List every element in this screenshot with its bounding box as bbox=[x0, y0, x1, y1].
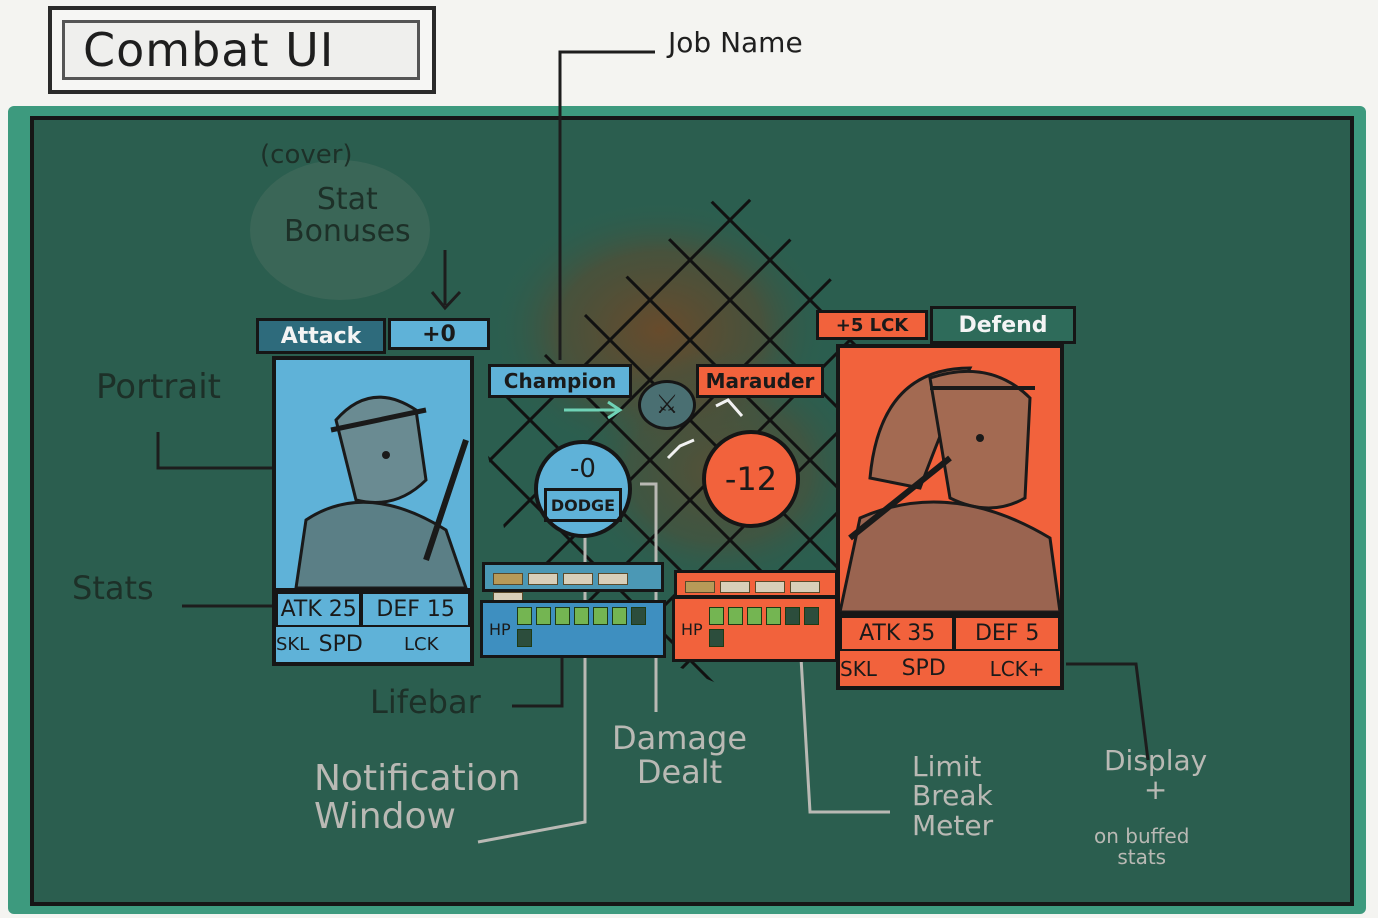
defender-lifebar: HP bbox=[672, 596, 838, 662]
def-hp-seg bbox=[708, 607, 724, 625]
annotation-damage-dealt: Damage Dealt bbox=[612, 719, 748, 791]
crossed-swords-icon: ⚔ bbox=[638, 380, 696, 430]
defender-bonus-tag: +5 LCK bbox=[816, 310, 928, 340]
defender-damage-dealt: -12 bbox=[702, 430, 800, 528]
attacker-stat-lck: LCK bbox=[404, 634, 439, 655]
annotation-lifebar: Lifebar bbox=[370, 683, 481, 721]
defender-limit-segments bbox=[685, 578, 827, 597]
defender-job-tag: Marauder bbox=[696, 364, 824, 398]
atk-limit-seg bbox=[493, 573, 523, 585]
annotation-portrait: Portrait bbox=[96, 367, 221, 407]
defender-stat-lck: LCK+ bbox=[989, 656, 1045, 681]
annotation-cover: (cover) bbox=[260, 140, 353, 170]
atk-hp-seg bbox=[592, 607, 608, 625]
defender-stat-spd: SPD bbox=[901, 656, 946, 681]
atk-hp-seg bbox=[535, 607, 551, 625]
attacker-lifebar: HP bbox=[480, 600, 666, 658]
defender-stat-skl: SKL bbox=[840, 656, 877, 681]
attacker-stat-spd: SPD bbox=[318, 632, 363, 657]
page-title: Combat UI bbox=[62, 20, 420, 80]
attacker-bonus-tag: +0 bbox=[388, 318, 490, 350]
defender-hp-label: HP bbox=[681, 619, 703, 639]
attacker-portrait-art bbox=[294, 395, 469, 590]
defender-stat-atk: ATK 35 bbox=[840, 616, 955, 651]
defender-stats: ATK 35 DEF 5 SKL SPD LCK+ bbox=[836, 612, 1064, 690]
annotation-job-name: Job Name bbox=[668, 26, 803, 59]
attacker-stats-row2: SKL SPD LCK bbox=[276, 627, 470, 662]
def-hp-seg bbox=[784, 607, 800, 625]
annotation-stats: Stats bbox=[72, 569, 154, 607]
attacker-portrait bbox=[272, 356, 474, 592]
def-hp-seg bbox=[746, 607, 762, 625]
def-limit-seg bbox=[685, 581, 715, 593]
atk-hp-seg bbox=[554, 607, 570, 625]
attacker-result-label: DODGE bbox=[544, 488, 622, 522]
def-hp-seg bbox=[727, 607, 743, 625]
attacker-stat-atk: ATK 25 bbox=[276, 592, 362, 627]
annotation-notification-window: Notification Window bbox=[314, 758, 521, 837]
defender-stat-def: DEF 5 bbox=[954, 616, 1060, 651]
def-limit-seg bbox=[755, 581, 785, 593]
attacker-hp-segments bbox=[516, 607, 657, 651]
def-hp-seg bbox=[803, 607, 819, 625]
annotation-limit-break-meter: Limit Break Meter bbox=[912, 750, 994, 842]
attacker-job-tag: Champion bbox=[488, 364, 632, 398]
atk-hp-seg bbox=[516, 607, 532, 625]
annotation-stat-bonuses: Stat Bonuses bbox=[284, 182, 411, 249]
attacker-notification-window: -0 DODGE bbox=[534, 440, 632, 538]
def-hp-seg bbox=[765, 607, 781, 625]
defender-limit-meter bbox=[674, 570, 838, 598]
attacker-hp-label: HP bbox=[489, 619, 511, 639]
atk-hp-seg bbox=[573, 607, 589, 625]
atk-hp-seg bbox=[611, 607, 627, 625]
annotation-display-plus: Display + bbox=[1104, 744, 1208, 807]
defender-stats-row2: SKL SPD LCK+ bbox=[840, 651, 1060, 686]
attacker-result-value: -0 bbox=[570, 454, 596, 484]
atk-limit-seg bbox=[598, 573, 628, 585]
attacker-stats: ATK 25 DEF 15 SKL SPD LCK bbox=[272, 588, 474, 666]
attacker-limit-meter bbox=[482, 562, 664, 604]
def-hp-seg bbox=[708, 629, 724, 647]
attacker-stat-def: DEF 15 bbox=[361, 592, 470, 627]
atk-limit-seg bbox=[563, 573, 593, 585]
annotation-on-buffed-stats: on buffed stats bbox=[1094, 824, 1190, 869]
defender-portrait-art bbox=[838, 366, 1062, 614]
attacker-stat-skl: SKL bbox=[276, 634, 310, 655]
atk-limit-seg bbox=[528, 573, 558, 585]
atk-hp-seg bbox=[516, 629, 532, 647]
def-limit-seg bbox=[720, 581, 750, 593]
atk-hp-seg bbox=[630, 607, 646, 625]
def-limit-seg bbox=[790, 581, 820, 593]
defender-hp-segments bbox=[708, 607, 829, 651]
defender-portrait bbox=[836, 344, 1064, 616]
title-box: Combat UI bbox=[48, 6, 436, 94]
attacker-action-tag: Attack bbox=[256, 318, 386, 354]
defender-action-tag: Defend bbox=[930, 306, 1076, 344]
